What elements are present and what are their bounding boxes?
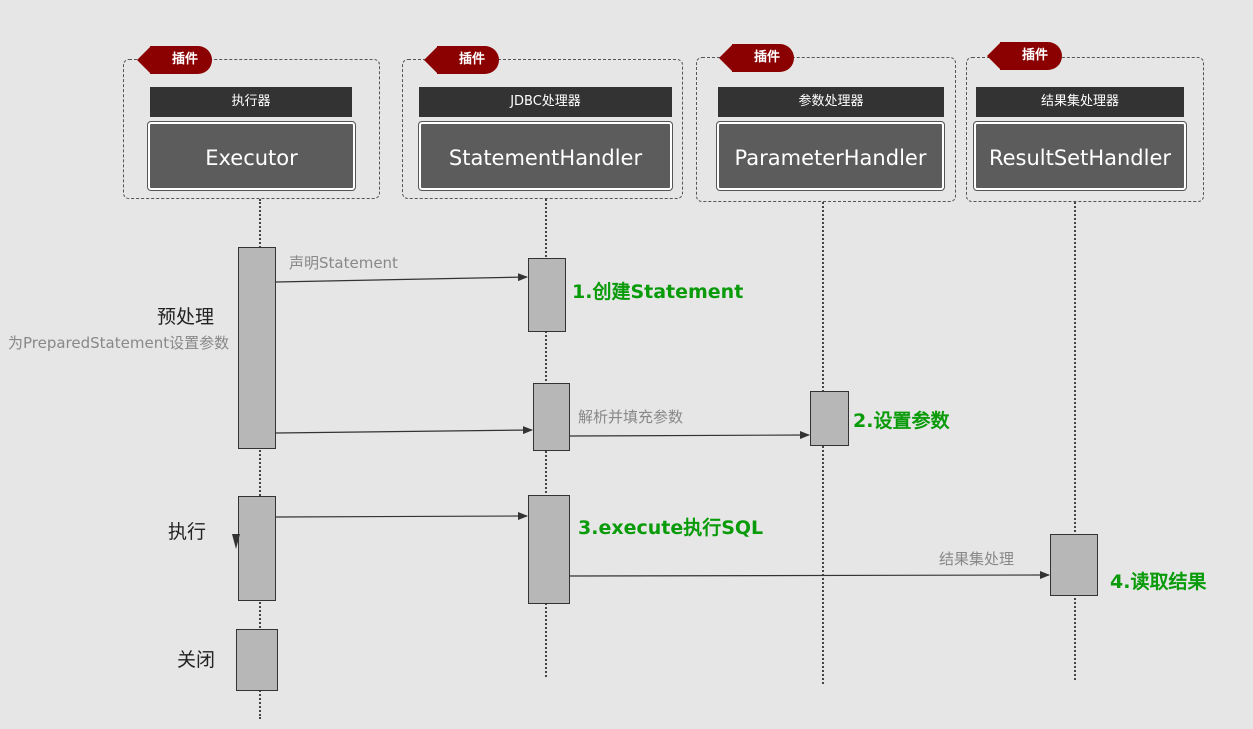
prepare-to-parse-arrow — [275, 426, 533, 435]
declare-statement-label: 声明Statement — [289, 254, 398, 272]
set-params-activation — [810, 391, 849, 446]
execute-arrow — [275, 512, 528, 521]
executor-lifeline — [259, 199, 261, 719]
parse-params-activation — [533, 383, 570, 451]
statement-handler-box: StatementHandler — [419, 122, 672, 190]
read-result-activation — [1050, 534, 1098, 596]
resultset-handler-group — [966, 57, 1204, 202]
resultset-handler-plugin-tag: 插件 — [986, 42, 1063, 70]
statement-handler-group — [402, 59, 683, 199]
parameter-handler-box: ParameterHandler — [717, 122, 944, 190]
parameter-handler-plugin-tag: 插件 — [718, 44, 795, 72]
step4-label: 4.读取结果 — [1110, 571, 1207, 593]
parse-fill-params-arrow — [569, 431, 810, 440]
executor-plugin-tag: 插件 — [136, 46, 213, 74]
executor-group — [123, 59, 380, 199]
statement-handler-header: JDBC处理器 — [419, 87, 672, 117]
executor-prepare-activation — [238, 247, 276, 449]
executor-box: Executor — [148, 122, 355, 190]
result-handling-label: 结果集处理 — [939, 550, 1015, 568]
executor-header: 执行器 — [150, 87, 352, 117]
executor-close-activation — [236, 629, 278, 691]
statement-handler-plugin-tag: 插件 — [423, 46, 500, 74]
resultset-handler-box: ResultSetHandler — [974, 122, 1186, 190]
resultset-handler-lifeline — [1074, 202, 1076, 680]
step1-label: 1.创建Statement — [572, 281, 744, 303]
parameter-handler-header: 参数处理器 — [718, 87, 944, 117]
parameter-handler-group — [696, 57, 956, 202]
step3-label: 3.execute执行SQL — [578, 517, 764, 539]
declare-statement-arrow — [275, 273, 528, 283]
create-statement-activation — [528, 258, 566, 332]
execute-sql-activation — [528, 495, 570, 604]
phase-execute-label: 执行 — [168, 521, 207, 543]
step2-label: 2.设置参数 — [853, 410, 950, 432]
phase-close-label: 关闭 — [177, 649, 216, 671]
result-handling-arrow — [569, 571, 1050, 580]
parse-fill-params-label: 解析并填充参数 — [578, 408, 684, 426]
phase-prepare-note: 为PreparedStatement设置参数 — [8, 334, 230, 352]
phase-prepare-label: 预处理 — [157, 306, 215, 328]
resultset-handler-header: 结果集处理器 — [976, 87, 1184, 117]
executor-execute-activation — [238, 496, 276, 601]
executor-self-arrow-head — [232, 534, 240, 549]
